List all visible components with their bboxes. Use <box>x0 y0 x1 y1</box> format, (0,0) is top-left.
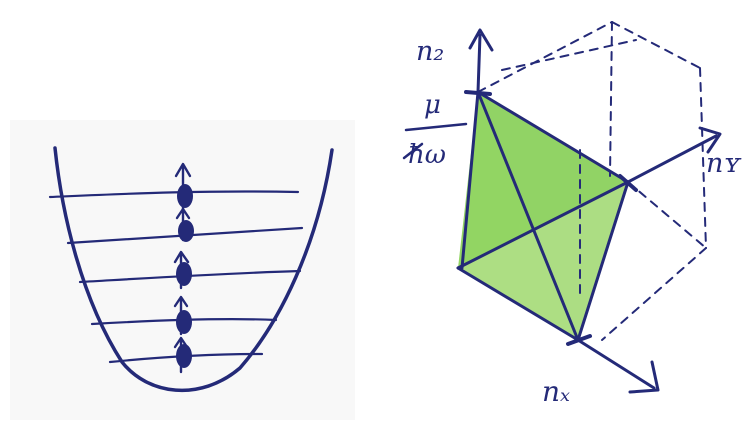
particle-4 <box>178 220 194 242</box>
fraction-denominator: ħω <box>408 142 446 168</box>
axis-label-nx: nₓ <box>542 378 570 406</box>
axis-label-ny: nʏ <box>706 150 741 177</box>
particle-1 <box>176 344 192 368</box>
fraction-numerator: μ <box>424 92 441 118</box>
particle-2 <box>176 310 192 334</box>
particle-5 <box>177 184 193 208</box>
particle-3 <box>176 262 192 286</box>
fraction-bar <box>406 124 466 130</box>
axis-label-nz: n₂ <box>416 38 444 65</box>
state-space-diagram <box>404 22 720 392</box>
